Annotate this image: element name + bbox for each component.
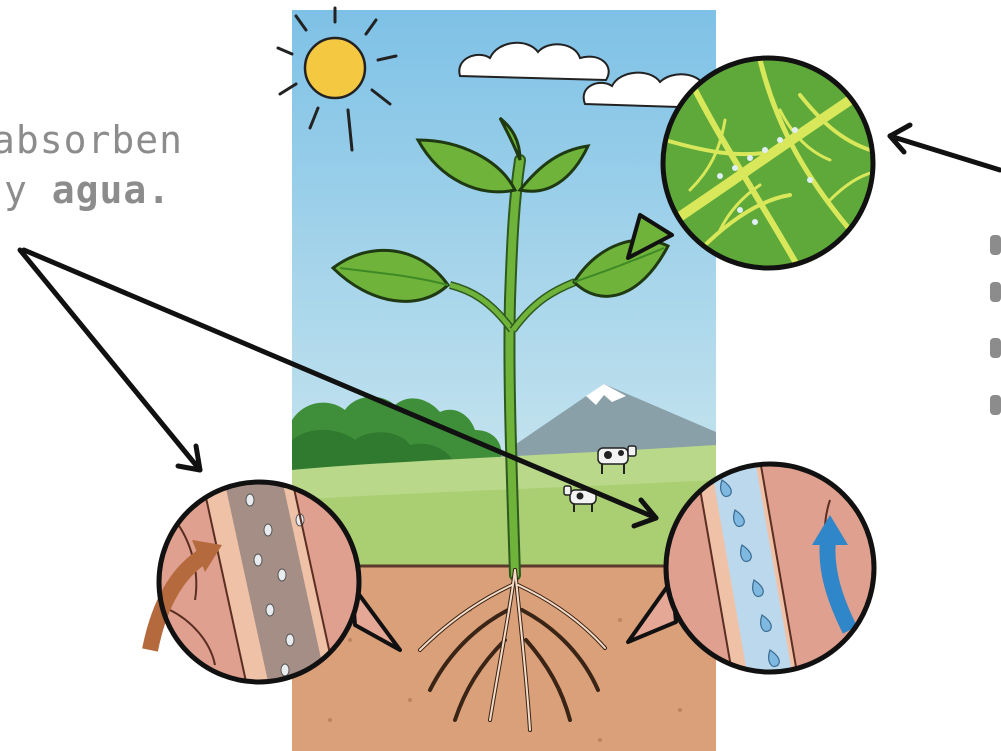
cropped-text-right [990, 235, 1001, 415]
arrow-icon [20, 250, 200, 470]
arrow-icon [890, 136, 1000, 170]
